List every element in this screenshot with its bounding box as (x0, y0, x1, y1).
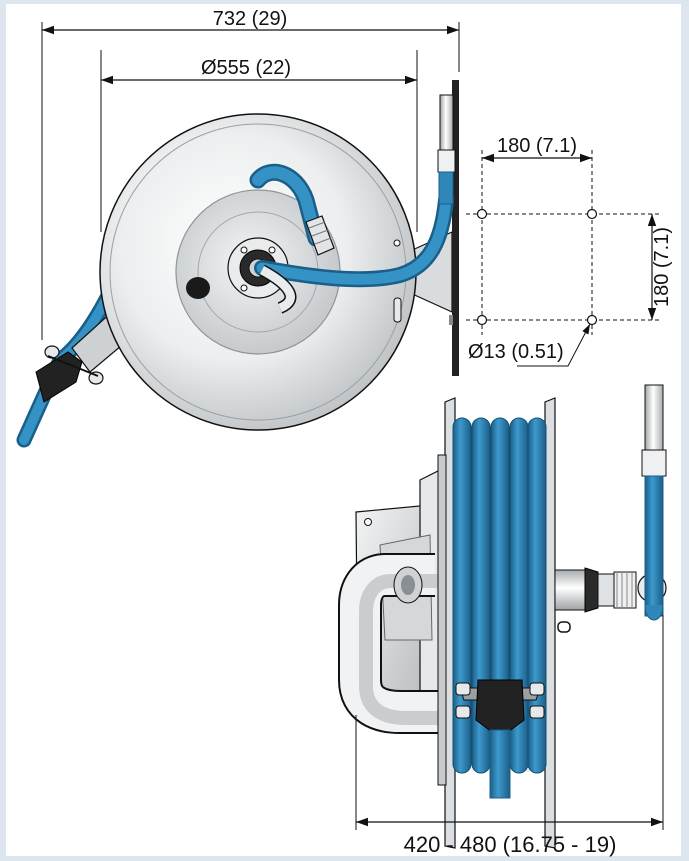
inlet-hose (249, 163, 454, 314)
supply-pipe-top (437, 94, 456, 205)
hose-coupling (305, 215, 335, 256)
hose-coil (527, 417, 547, 774)
clamp-screw-left (44, 345, 60, 359)
depth-range-label: 420 - 480 (16.75 - 19) (404, 832, 617, 857)
supply-pipe-side (641, 384, 667, 621)
hole-spacing-v-label: 180 (7.1) (651, 227, 673, 307)
hole-diameter-label: Ø13 (0.51) (468, 341, 564, 363)
hole-spacing-h-label: 180 (7.1) (497, 135, 577, 157)
dim-overall-width: 732 (29) (41, 8, 460, 340)
dim-depth-range: 420 - 480 (16.75 - 19) (355, 615, 664, 857)
drum-slot (186, 277, 210, 299)
mounting-hole (476, 314, 488, 326)
mounting-hole-pattern: 180 (7.1) 180 (7.1) Ø13 (0.51) (466, 135, 673, 367)
hose-coil (452, 417, 472, 774)
clamp-screw-right (88, 371, 104, 385)
mounting-hole (586, 314, 598, 326)
overall-width-label: 732 (29) (213, 8, 288, 30)
mounting-hole (586, 208, 598, 220)
drum-latch (393, 297, 402, 323)
dim-drum-diameter: Ø555 (22) (100, 50, 418, 232)
drawing-panel (6, 4, 681, 856)
side-swivel-joint (554, 567, 667, 633)
elbow-pipe (338, 553, 468, 734)
wall-plate-edge (452, 80, 459, 376)
drum-diameter-label: Ø555 (22) (201, 57, 291, 79)
reel-front-view (16, 80, 459, 448)
side-outlet-stopper (455, 679, 545, 799)
mounting-hole (476, 208, 488, 220)
reel-side-view (338, 384, 667, 849)
